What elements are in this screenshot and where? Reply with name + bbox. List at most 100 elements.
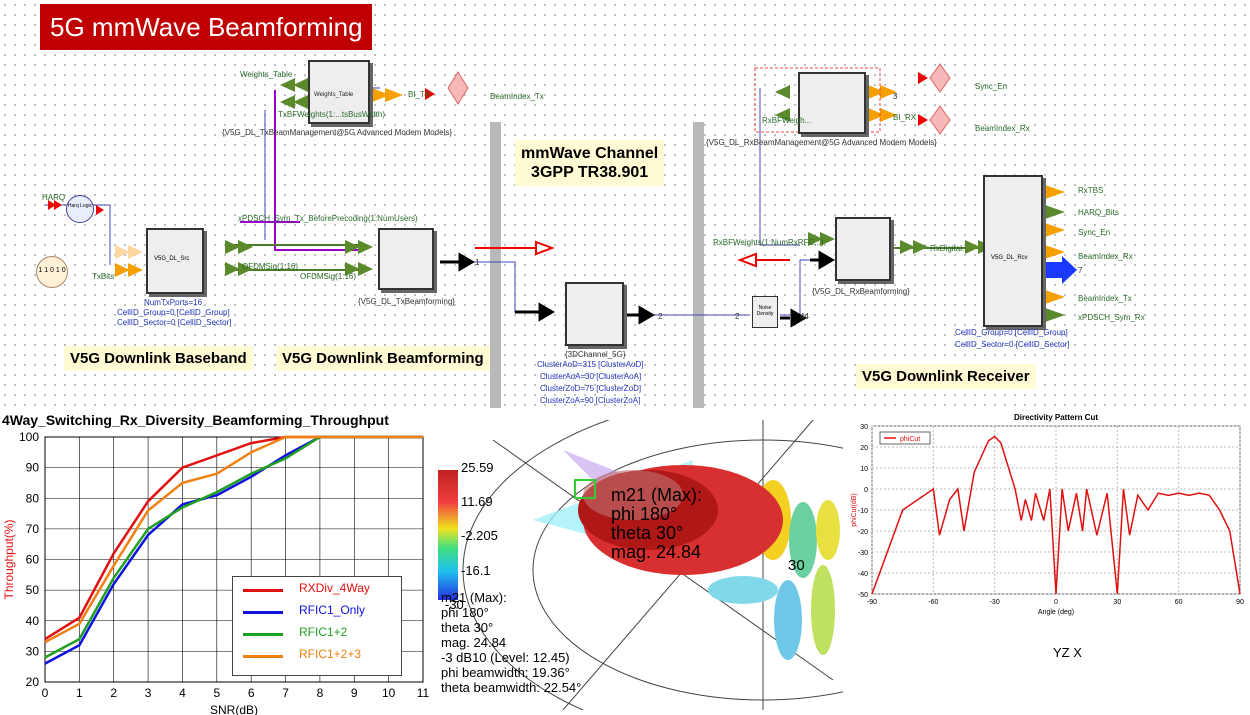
channel-param-0: ClusterAoD=315 [ClusterAoD] (537, 360, 644, 369)
x-axis-label: SNR(dB) (210, 703, 258, 715)
y-axis-label: Throughput(%) (2, 519, 16, 599)
dir-x-label: Angle (deg) (1038, 609, 1074, 616)
src-param-1: CellID_Group=0 [CellID_Group] (117, 308, 230, 317)
x-tick-label: 2 (110, 686, 117, 700)
y-tick-label: 60 (26, 553, 40, 567)
y-tick-label: 80 (26, 491, 40, 505)
y-tick-label: 40 (26, 614, 40, 628)
channel-divider-left (490, 122, 501, 408)
dir-y-tick: 30 (860, 424, 868, 431)
v5g-dl-src-block[interactable]: V5G_DL_Src (146, 228, 204, 294)
throughput-title: 4Way_Switching_Rx_Diversity_Beamforming_… (2, 412, 389, 428)
bi-tx-label: BI_TX (408, 90, 431, 99)
rcv-name: V5G_DL_Rcv (991, 255, 1028, 261)
marker-line-1: phi 180° (611, 504, 678, 524)
x-tick-label: 9 (351, 686, 358, 700)
dir-x-tick: 30 (1113, 599, 1121, 606)
rcv-out-0: RxTBS (1078, 186, 1104, 195)
readout-0: m21 (Max): (441, 590, 507, 605)
x-tick-label: 1 (76, 686, 83, 700)
channel-title: mmWave Channel 3GPP TR38.901 (515, 140, 665, 186)
x-tick-label: 7 (282, 686, 289, 700)
y-tick-label: 70 (26, 522, 40, 536)
series-line-RFIC1+2+3 (44, 435, 423, 644)
bits-source-block[interactable]: 1 1 0 1 0 (36, 256, 68, 288)
readout-1: phi 180° (441, 605, 489, 620)
directivity-title: Directivity Pattern Cut (1014, 413, 1098, 422)
src-param-0: NumTxPorts=16 (144, 298, 203, 307)
rcv-out-3: BeamIndex_Rx (1078, 252, 1133, 261)
txbf-weights-label: TxBFWeights(1:...tsBusWidth) (278, 110, 385, 119)
marker-readout: m21 (Max): phi 180° theta 30° mag. 24.84… (441, 590, 581, 695)
port-44: 44 (800, 312, 809, 321)
channel-title-line1: mmWave Channel (521, 145, 659, 162)
dir-x-tick: -90 (867, 599, 877, 606)
port-1: 1 (475, 258, 480, 267)
txbf-name: {V5G_DL_TxBeamforming} (358, 297, 455, 306)
section-receiver: V5G Downlink Receiver (856, 364, 1036, 389)
ofdm-label-2: OFDMSig(1:16) (300, 272, 357, 281)
dir-y-tick: 0 (864, 487, 868, 494)
rcv-out-6: xPDSCH_Sym_Rx (1078, 313, 1145, 322)
radiation-pattern-3d: 25.59 11.69 -2.205 -16.1 -30 m21 (Max): … (433, 420, 843, 710)
harq-logic-label: Harq Logic (67, 203, 93, 209)
color-scale-bar (438, 470, 458, 600)
channel-3d-block[interactable] (565, 282, 624, 346)
rxbf-name: {V5G_DL_RxBeamforming} (812, 287, 910, 296)
x-tick-label: 3 (145, 686, 152, 700)
y-tick-label: 20 (26, 675, 40, 689)
x-tick-label: 0 (42, 686, 49, 700)
x-tick-label: 6 (248, 686, 255, 700)
dir-x-tick: 60 (1175, 599, 1183, 606)
dir-x-tick: -30 (990, 599, 1000, 606)
rcv-out-1: HARQ_Bits (1078, 208, 1119, 217)
harq-label: HARQ (42, 193, 66, 202)
marker-line-0: m21 (Max): (611, 485, 703, 505)
x-tick-label: 10 (382, 686, 396, 700)
rxbf-label: RxBFWeigh... (762, 116, 812, 125)
rxdigital-label: RxDigital... (930, 244, 969, 253)
dir-y-tick: 20 (860, 445, 868, 452)
dir-y-tick: -10 (858, 508, 868, 515)
beamindex-tx-label: BeamIndex_Tx (490, 92, 544, 101)
directivity-chart: Directivity Pattern Cut-50-40-30-20-1001… (848, 410, 1248, 616)
rx-beamforming-block[interactable] (835, 217, 891, 281)
harq-logic-block[interactable]: Harq Logic (66, 195, 94, 223)
channel-title-line2: 3GPP TR38.901 (531, 164, 649, 181)
legend-label-rfic1: RFIC1_Only (299, 603, 366, 617)
dir-y-tick: -50 (858, 592, 868, 599)
v5g-dl-rcv-block[interactable]: V5G_DL_Rcv (983, 175, 1043, 327)
src-name: V5G_DL_Src (154, 256, 190, 262)
channel-param-3: ClusterZoA=90 [ClusterZoA] (540, 396, 641, 405)
dir-y-tick: -40 (858, 571, 868, 578)
pdsch-label: xPDSCH_Sym_Tx_BeforePrecoding(1:NumUsers… (238, 214, 418, 223)
port-3: 3 (893, 92, 898, 101)
tx-mgmt-name: {V5G_DL_TxBeamManagement@5G Advanced Mod… (222, 128, 453, 137)
dir-y-tick: 10 (860, 466, 868, 473)
tx-beam-management-block[interactable]: Weights_Table (308, 60, 370, 124)
x-tick-label: 5 (213, 686, 220, 700)
dir-legend-label: phiCut (900, 436, 920, 443)
port-2: 2 (658, 312, 663, 321)
readout-2: theta 30° (441, 620, 494, 635)
dir-y-label: phiCut(dB) (851, 493, 858, 526)
section-baseband: V5G Downlink Baseband (64, 346, 253, 371)
dir-x-tick: 0 (1054, 599, 1058, 606)
pattern-graphic (462, 420, 843, 710)
readout-3: mag. 24.84 (441, 635, 507, 650)
rcv-param-0: CellID_Group=0 [CellID_Group] (955, 328, 1068, 337)
noise-density-block[interactable]: Noise Density (752, 296, 778, 328)
rxbf-weights-label: RxBFWeights(1:NumRxRFC...) (713, 238, 824, 247)
noise-label: Noise Density (756, 305, 774, 317)
scale-label-2: -2.205 (461, 528, 498, 543)
tx-beamforming-block[interactable] (378, 228, 434, 290)
x-tick-label: 8 (317, 686, 324, 700)
throughput-legend: RXDiv_4Way RFIC1_Only RFIC1+2 RFIC1+2+3 (232, 576, 402, 676)
rx-beam-management-block[interactable] (798, 72, 866, 134)
legend-label-rxdiv: RXDiv_4Way (299, 581, 370, 595)
x-tick-label: 4 (179, 686, 186, 700)
scale-label-1: 11.69 (461, 494, 493, 509)
dir-series-line (871, 435, 1241, 595)
dir-y-tick: -30 (858, 550, 868, 557)
dir-legend-box (879, 431, 931, 445)
